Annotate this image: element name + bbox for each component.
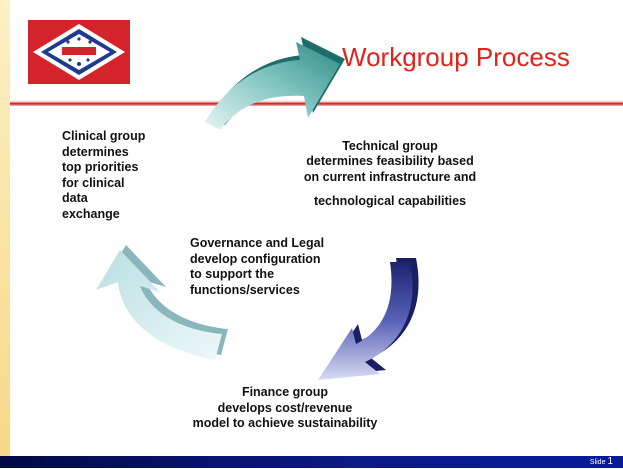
arrow-clinical-to-technical	[205, 37, 345, 130]
slide-number-value: 1	[607, 456, 613, 467]
left-decorative-strip	[0, 0, 10, 468]
technical-capabilities-text: technological capabilities	[313, 194, 467, 208]
clinical-group-label: Clinical group determines top priorities…	[62, 129, 146, 221]
arkansas-flag-icon	[28, 20, 130, 84]
governance-legal-label: Governance and Legal develop configurati…	[190, 236, 325, 297]
finance-group-label: Finance group develops cost/revenue mode…	[192, 385, 378, 430]
slide-number: Slide 1	[590, 456, 613, 469]
arrow-finance-to-clinical	[96, 245, 228, 360]
technical-group-label: Technical group determines feasibility b…	[290, 123, 490, 225]
arrow-technical-to-finance	[318, 258, 419, 380]
slide-title: Workgroup Process	[342, 42, 570, 72]
technical-group-text: Technical group determines feasibility b…	[303, 138, 477, 184]
slide-label: Slide	[589, 459, 606, 466]
footer-bar: Slide 1	[0, 456, 623, 468]
